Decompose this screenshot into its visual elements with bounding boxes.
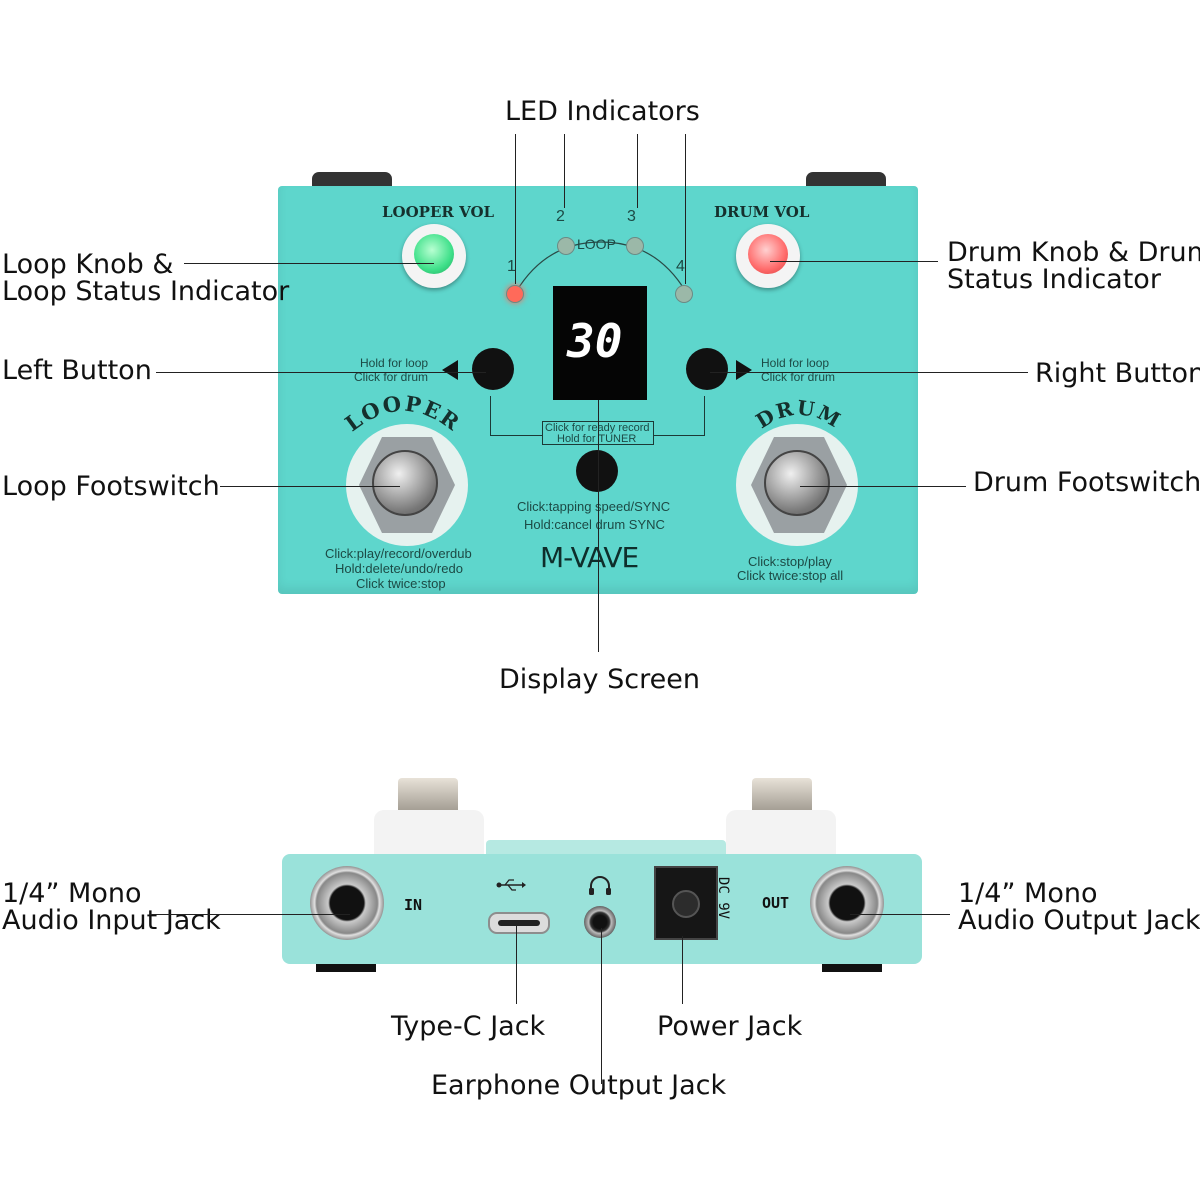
callout-display-screen: Display Screen — [499, 664, 700, 695]
leader-output-jack — [850, 914, 950, 915]
bracket-left — [490, 396, 491, 436]
leader-led-2 — [564, 134, 565, 208]
leader-drum-footswitch — [800, 486, 966, 487]
leader-led-4 — [685, 134, 686, 284]
out-label: OUT — [762, 894, 790, 912]
loop-label: LOOP — [577, 236, 616, 252]
callout-loop-footswitch: Loop Footswitch — [2, 471, 220, 502]
left-button-hint-1: Hold for loop — [360, 356, 429, 370]
callout-left-button: Left Button — [2, 355, 152, 386]
top-jack-left — [312, 172, 392, 186]
drum-status-light — [748, 234, 788, 274]
rear-knob-right — [726, 810, 836, 854]
looper-hint-2: Hold:delete/undo/redo — [335, 561, 463, 576]
leader-power — [682, 936, 683, 1004]
callout-type-c: Type-C Jack — [391, 1011, 546, 1042]
callout-input-jack-2: Audio Input Jack — [2, 905, 221, 936]
callout-earphone: Earphone Output Jack — [431, 1070, 727, 1101]
rear-foot-left — [316, 964, 376, 972]
looper-hint-3: Click twice:stop — [356, 576, 446, 591]
drum-footswitch[interactable] — [764, 450, 830, 516]
callout-drum-knob-2: Status Indicator — [947, 264, 1161, 295]
leader-loop-footswitch — [220, 486, 400, 487]
leader-right-button — [710, 372, 1028, 373]
led-indicator-3 — [626, 237, 644, 255]
leader-left-button — [156, 372, 486, 373]
power-jack[interactable] — [654, 866, 718, 940]
leader-display-screen — [598, 400, 599, 652]
right-arrow-icon — [736, 360, 752, 380]
bracket-right — [704, 396, 705, 436]
right-button-hint-1: Hold for loop — [761, 356, 830, 370]
led-number-3: 3 — [627, 208, 636, 225]
rear-top-edge — [486, 840, 726, 854]
rear-foot-right — [822, 964, 882, 972]
callout-loop-knob-1: Loop Knob & — [2, 249, 174, 280]
right-button-hint-2: Click for drum — [761, 370, 836, 384]
pedal-rear-view: IN DC 9V OUT — [282, 854, 922, 964]
looper-footswitch[interactable] — [372, 450, 438, 516]
leader-type-c — [516, 926, 517, 1004]
led-arc — [515, 241, 687, 293]
rear-jack-left-top — [398, 778, 458, 814]
earphone-jack[interactable] — [584, 906, 616, 938]
leader-led-3 — [637, 134, 638, 208]
type-c-port[interactable] — [488, 912, 550, 934]
in-label: IN — [404, 896, 423, 914]
callout-output-jack-1: 1/4” Mono — [958, 878, 1098, 909]
leader-input-jack — [150, 914, 350, 915]
top-jack-right — [806, 172, 886, 186]
leader-led-1 — [515, 134, 516, 284]
right-button[interactable] — [686, 348, 728, 390]
center-hint-2: Hold for TUNER — [557, 433, 637, 445]
led-number-1: 1 — [507, 258, 516, 275]
audio-output-jack[interactable] — [810, 866, 884, 940]
rear-jack-right-top — [752, 778, 812, 814]
left-arrow-icon — [442, 360, 458, 380]
callout-output-jack-2: Audio Output Jack — [958, 905, 1200, 936]
leader-loop-knob — [184, 263, 434, 264]
looper-hint-1: Click:play/record/overdub — [325, 546, 472, 561]
callout-drum-knob-1: Drum Knob & Drum — [947, 237, 1200, 268]
tap-hint-2: Hold:cancel drum SYNC — [524, 517, 665, 532]
drum-hint-2: Click twice:stop all — [737, 568, 844, 583]
usb-icon — [496, 879, 526, 891]
callout-right-button: Right Button — [1035, 358, 1200, 389]
led-indicator-1 — [506, 285, 524, 303]
callout-power: Power Jack — [657, 1011, 803, 1042]
rear-knob-left — [374, 810, 484, 854]
led-number-2: 2 — [556, 208, 565, 225]
looper-vol-label: LOOPER VOL — [382, 203, 495, 221]
drum-vol-label: DRUM VOL — [714, 203, 810, 221]
looper-status-light — [414, 234, 454, 274]
callout-drum-footswitch: Drum Footswitch — [973, 467, 1200, 498]
leader-earphone — [601, 928, 602, 1084]
dc-label: DC 9V — [715, 876, 732, 920]
callout-input-jack-1: 1/4” Mono — [2, 878, 142, 909]
display-screen: 30 — [553, 286, 647, 400]
callout-led-indicators: LED Indicators — [505, 96, 700, 127]
callout-loop-knob-2: Loop Status Indicator — [2, 276, 290, 307]
left-button[interactable] — [472, 348, 514, 390]
drum-hint-1: Click:stop/play — [748, 554, 832, 569]
center-hint-1: Click for ready record — [545, 422, 650, 434]
leader-drum-knob — [770, 261, 938, 262]
looper-volume-knob[interactable] — [402, 224, 466, 288]
headphones-icon — [589, 876, 611, 895]
led-number-4: 4 — [676, 258, 685, 275]
tap-button[interactable] — [576, 450, 618, 492]
tap-hint-1: Click:tapping speed/SYNC — [517, 499, 671, 514]
audio-input-jack[interactable] — [310, 866, 384, 940]
led-indicator-2 — [557, 237, 575, 255]
led-indicator-4 — [675, 285, 693, 303]
display-value: 30 — [567, 314, 623, 368]
left-button-hint-2: Click for drum — [354, 370, 429, 384]
brand-logo: M-VAVE — [540, 541, 639, 574]
drum-volume-knob[interactable] — [736, 224, 800, 288]
